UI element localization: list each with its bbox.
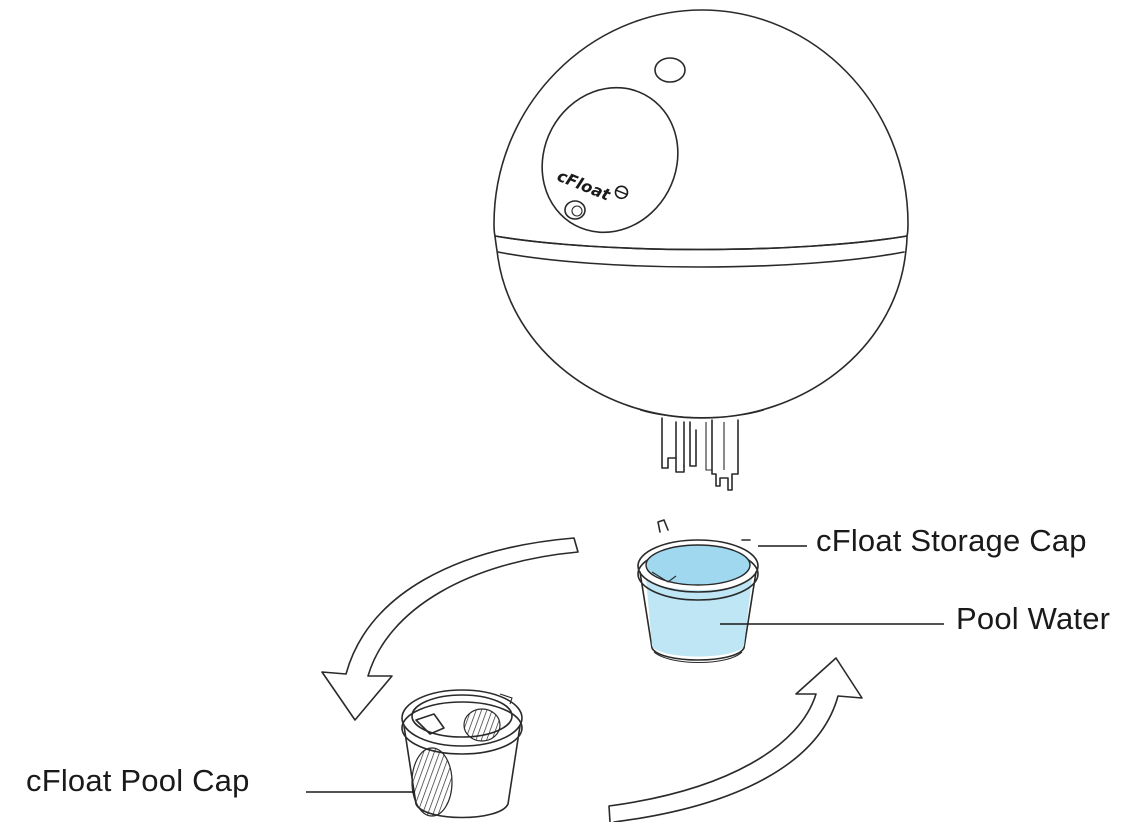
pool-water-surface (645, 544, 751, 586)
pool-cap-mesh-front (411, 747, 453, 817)
device-band-top (494, 235, 908, 251)
storage-cap-label: cFloat Storage Cap (816, 523, 1087, 558)
device-sensor-port-icon (564, 200, 586, 220)
device-probes (661, 417, 739, 491)
device-bottom-seam (639, 409, 765, 419)
device-band-bottom (497, 251, 905, 268)
cfloat-logo-mark-icon (614, 185, 629, 200)
pool-cap (401, 689, 523, 819)
cfloat-device: cFloat (493, 9, 909, 491)
pool-cap-rim-inner (411, 694, 513, 738)
pool-water-fill (646, 578, 752, 657)
device-lower-shell (494, 235, 908, 419)
pool-cap-rim-lip (401, 701, 523, 755)
storage-cap (637, 519, 759, 664)
pool-cap-mesh-inner (463, 708, 501, 742)
curved-arrow-down-left-icon (321, 537, 579, 721)
pool-cap-rim-outer (401, 689, 523, 747)
device-display-window: cFloat (541, 86, 679, 234)
device-top-button (654, 57, 686, 83)
storage-cap-rim-outer (637, 539, 759, 593)
storage-cap-body (639, 571, 757, 661)
device-logo-text: cFloat (555, 166, 615, 205)
curved-arrow-up-right-icon (608, 657, 863, 822)
pool-water-label: Pool Water (956, 601, 1111, 636)
device-upper-shell (493, 9, 909, 251)
pool-cap-label: cFloat Pool Cap (26, 763, 250, 798)
